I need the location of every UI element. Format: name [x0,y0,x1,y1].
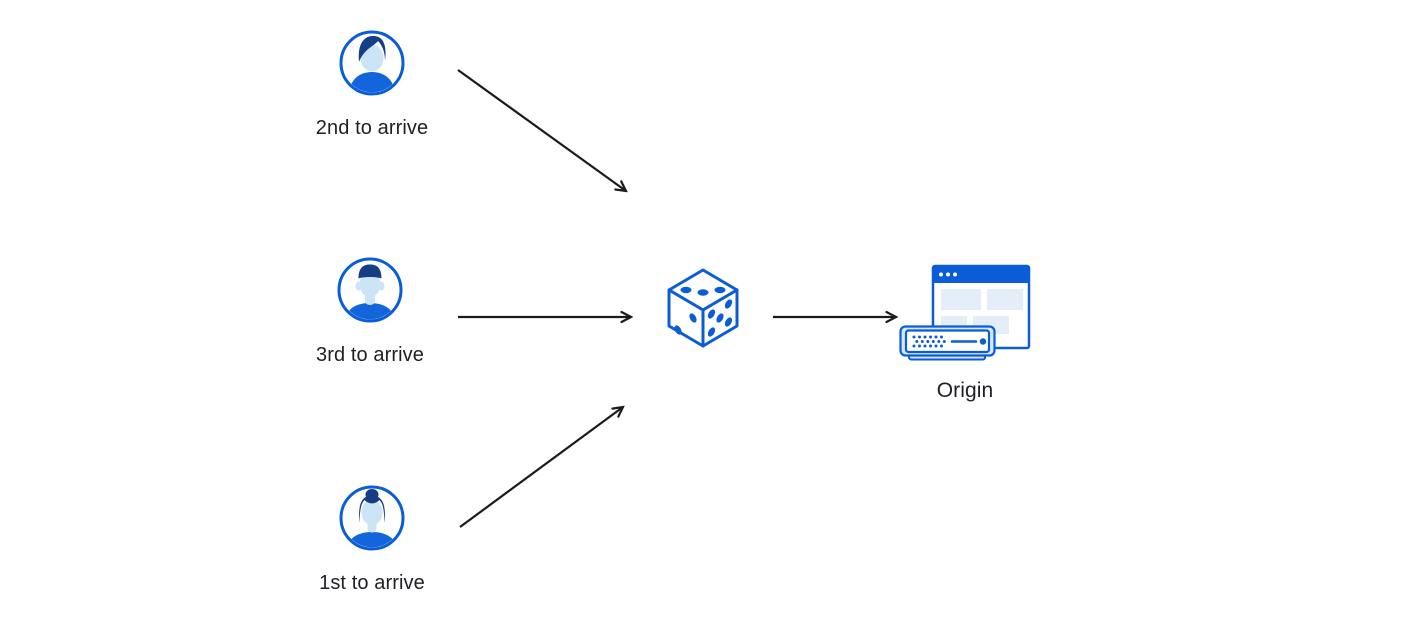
user-label-2nd: 2nd to arrive [315,117,429,139]
server-icon [899,325,996,361]
user-node-1st: 1st to arrive [302,485,442,593]
origin-label: Origin [936,379,994,402]
avatar-woman-bun-icon [339,485,405,551]
avatar-man-swept-hair-icon [339,30,405,96]
user-node-3rd: 3rd to arrive [300,257,440,365]
user-label-1st: 1st to arrive [319,572,425,594]
user-label-3rd: 3rd to arrive [315,344,424,366]
dice-icon [667,268,739,348]
origin-node: Origin [897,262,1033,401]
user-node-2nd: 2nd to arrive [302,30,442,138]
arrow-user-1st-to-dice [459,407,623,528]
arrow-user-2nd-to-dice [457,69,626,191]
avatar-man-flat-top-icon [337,257,403,323]
origin-server-icon [899,264,1031,361]
server-vent-dots [912,335,946,348]
dice-pips [674,286,733,337]
